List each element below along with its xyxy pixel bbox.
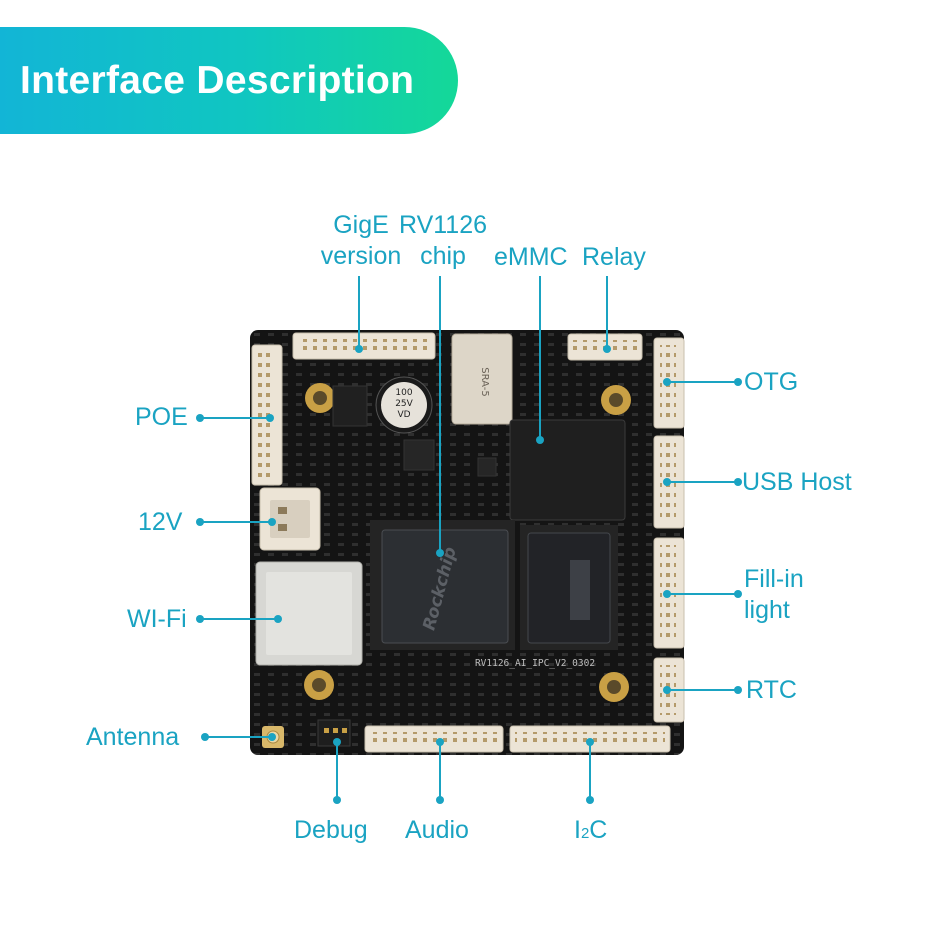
label-usb-host: USB Host (742, 468, 852, 496)
label-otg: OTG (744, 368, 799, 396)
leader-lines (196, 276, 742, 804)
poe-connector (251, 344, 283, 486)
memory-chip (520, 525, 618, 650)
label-debug: Debug (294, 816, 368, 844)
label-12v: 12V (138, 508, 183, 536)
page-title: Interface Description (20, 59, 415, 102)
label-relay: Relay (582, 243, 646, 271)
label-rv1126-chip: RV1126 chip (398, 211, 488, 270)
label-antenna: Antenna (86, 723, 180, 751)
svg-text:100: 100 (395, 388, 412, 398)
label-gige-version: GigE version (320, 211, 402, 270)
gige-connector (292, 332, 436, 360)
relay-component: SRA-5 (451, 333, 513, 425)
label-audio: Audio (405, 816, 469, 844)
wifi-module (255, 561, 363, 666)
mounting-holes (304, 383, 631, 702)
audio-connector (364, 725, 504, 753)
header-banner: Interface Description (0, 27, 458, 134)
label-i2c: I2C (574, 816, 608, 844)
svg-text:25V: 25V (395, 399, 413, 409)
board-silkscreen: RV1126_AI_IPC_V2_0302 (475, 658, 595, 669)
small-ic (332, 385, 368, 427)
label-rtc: RTC (746, 676, 797, 704)
small-ic (477, 457, 497, 477)
relay-marking: SRA-5 (479, 367, 490, 396)
small-ic (403, 439, 435, 471)
label-emmc: eMMC (494, 243, 568, 271)
label-fill-in-light: Fill-in light (744, 565, 804, 624)
label-wifi: WI-Fi (127, 605, 187, 633)
capacitor: 100 25V VD (375, 376, 433, 434)
rv1126-chip: Rockchip (370, 520, 515, 650)
emmc-chip (509, 419, 626, 521)
label-poe: POE (135, 403, 188, 431)
svg-text:VD: VD (397, 410, 410, 420)
power-12v-connector (259, 487, 321, 551)
